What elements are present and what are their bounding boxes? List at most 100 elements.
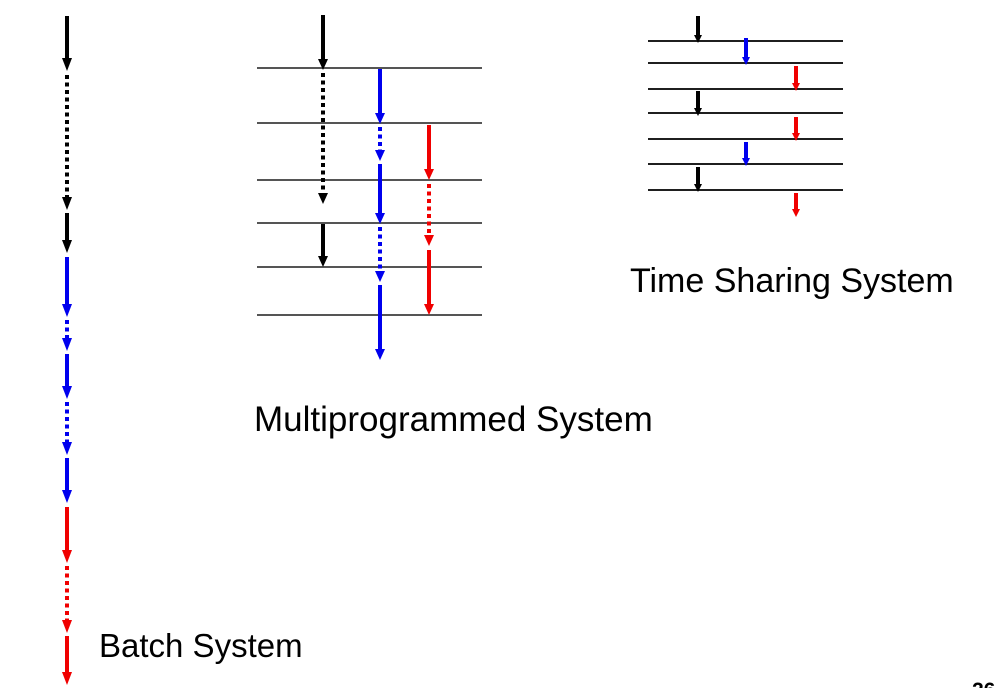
- arrow-shaft: [427, 125, 431, 170]
- black-solid-arrow-segment: [61, 213, 72, 253]
- arrowhead: [375, 113, 385, 124]
- arrowhead: [741, 57, 750, 65]
- red-solid-arrow-segment: [424, 250, 434, 315]
- arrowhead: [375, 213, 385, 224]
- arrow-shaft: [65, 507, 69, 551]
- arrowhead: [61, 672, 72, 685]
- blue-dotted-arrow-segment: [61, 402, 72, 455]
- blue-solid-arrow-segment: [375, 69, 385, 124]
- red-solid-arrow-segment: [61, 507, 72, 563]
- red-dotted-arrow-segment: [424, 184, 434, 246]
- arrow-shaft: [427, 250, 431, 305]
- arrowhead: [61, 620, 72, 633]
- arrowhead: [424, 304, 434, 315]
- arrow-shaft: [321, 73, 325, 194]
- arrow-shaft: [65, 75, 69, 198]
- arrow-shaft: [65, 402, 69, 443]
- black-dotted-arrow-segment: [318, 73, 328, 204]
- timeline-line: [257, 122, 482, 124]
- blue-solid-arrow-segment: [375, 285, 385, 360]
- arrowhead: [61, 442, 72, 455]
- arrowhead: [61, 490, 72, 503]
- slide-page-number: 26: [972, 679, 995, 688]
- arrow-shaft: [378, 164, 382, 214]
- arrowhead: [318, 256, 328, 267]
- arrow-shaft: [427, 184, 431, 236]
- arrow-shaft: [696, 167, 700, 185]
- black-solid-arrow-segment: [693, 167, 702, 192]
- timeline-line: [257, 314, 482, 316]
- red-solid-arrow-segment: [61, 636, 72, 685]
- arrow-shaft: [65, 636, 69, 673]
- black-solid-arrow-segment: [693, 16, 702, 43]
- multiprogrammed-system-label: Multiprogrammed System: [254, 400, 653, 439]
- black-solid-arrow-segment: [318, 15, 328, 70]
- arrow-shaft: [744, 142, 748, 159]
- timeline-line: [257, 266, 482, 268]
- timeline-line: [648, 189, 843, 191]
- arrowhead: [61, 197, 72, 210]
- arrow-shaft: [65, 566, 69, 621]
- arrowhead: [61, 304, 72, 317]
- arrowhead: [693, 108, 702, 116]
- timeline-line: [648, 88, 843, 90]
- arrowhead: [61, 386, 72, 399]
- timeline-line: [257, 67, 482, 69]
- arrowhead: [318, 59, 328, 70]
- blue-solid-arrow-segment: [61, 257, 72, 317]
- arrowhead: [375, 271, 385, 282]
- blue-dotted-arrow-segment: [61, 320, 72, 351]
- black-dotted-arrow-segment: [61, 75, 72, 210]
- arrowhead: [61, 240, 72, 253]
- arrow-shaft: [794, 117, 798, 134]
- black-solid-arrow-segment: [318, 224, 328, 267]
- arrowhead: [693, 184, 702, 192]
- black-solid-arrow-segment: [693, 91, 702, 116]
- red-solid-arrow-segment: [791, 193, 800, 217]
- blue-solid-arrow-segment: [375, 164, 385, 224]
- arrowhead: [791, 133, 800, 141]
- arrowhead: [424, 169, 434, 180]
- arrowhead: [61, 58, 72, 71]
- arrowhead: [791, 209, 800, 217]
- arrow-shaft: [378, 127, 382, 151]
- timeline-line: [257, 179, 482, 181]
- arrow-shaft: [65, 213, 69, 241]
- arrowhead: [318, 193, 328, 204]
- black-solid-arrow-segment: [61, 16, 72, 71]
- blue-solid-arrow-segment: [61, 458, 72, 503]
- timeline-line: [648, 112, 843, 114]
- arrowhead: [61, 338, 72, 351]
- arrowhead: [375, 150, 385, 161]
- arrowhead: [693, 35, 702, 43]
- arrowhead: [791, 83, 800, 91]
- arrow-shaft: [378, 285, 382, 350]
- blue-dotted-arrow-segment: [375, 127, 385, 161]
- arrow-shaft: [65, 458, 69, 491]
- arrow-shaft: [378, 69, 382, 114]
- blue-solid-arrow-segment: [741, 38, 750, 65]
- blue-solid-arrow-segment: [741, 142, 750, 166]
- arrow-shaft: [65, 320, 69, 339]
- red-solid-arrow-segment: [424, 125, 434, 180]
- arrow-shaft: [696, 16, 700, 36]
- arrowhead: [741, 158, 750, 166]
- arrow-shaft: [794, 66, 798, 84]
- red-solid-arrow-segment: [791, 117, 800, 141]
- arrow-shaft: [65, 257, 69, 305]
- red-dotted-arrow-segment: [61, 566, 72, 633]
- timeline-line: [648, 138, 843, 140]
- arrow-shaft: [378, 227, 382, 272]
- arrow-shaft: [794, 193, 798, 210]
- time-sharing-system-label: Time Sharing System: [630, 262, 954, 300]
- arrowhead: [424, 235, 434, 246]
- arrow-shaft: [321, 15, 325, 60]
- batch-system-label: Batch System: [99, 627, 303, 664]
- arrow-shaft: [321, 224, 325, 257]
- arrow-shaft: [696, 91, 700, 109]
- blue-dotted-arrow-segment: [375, 227, 385, 282]
